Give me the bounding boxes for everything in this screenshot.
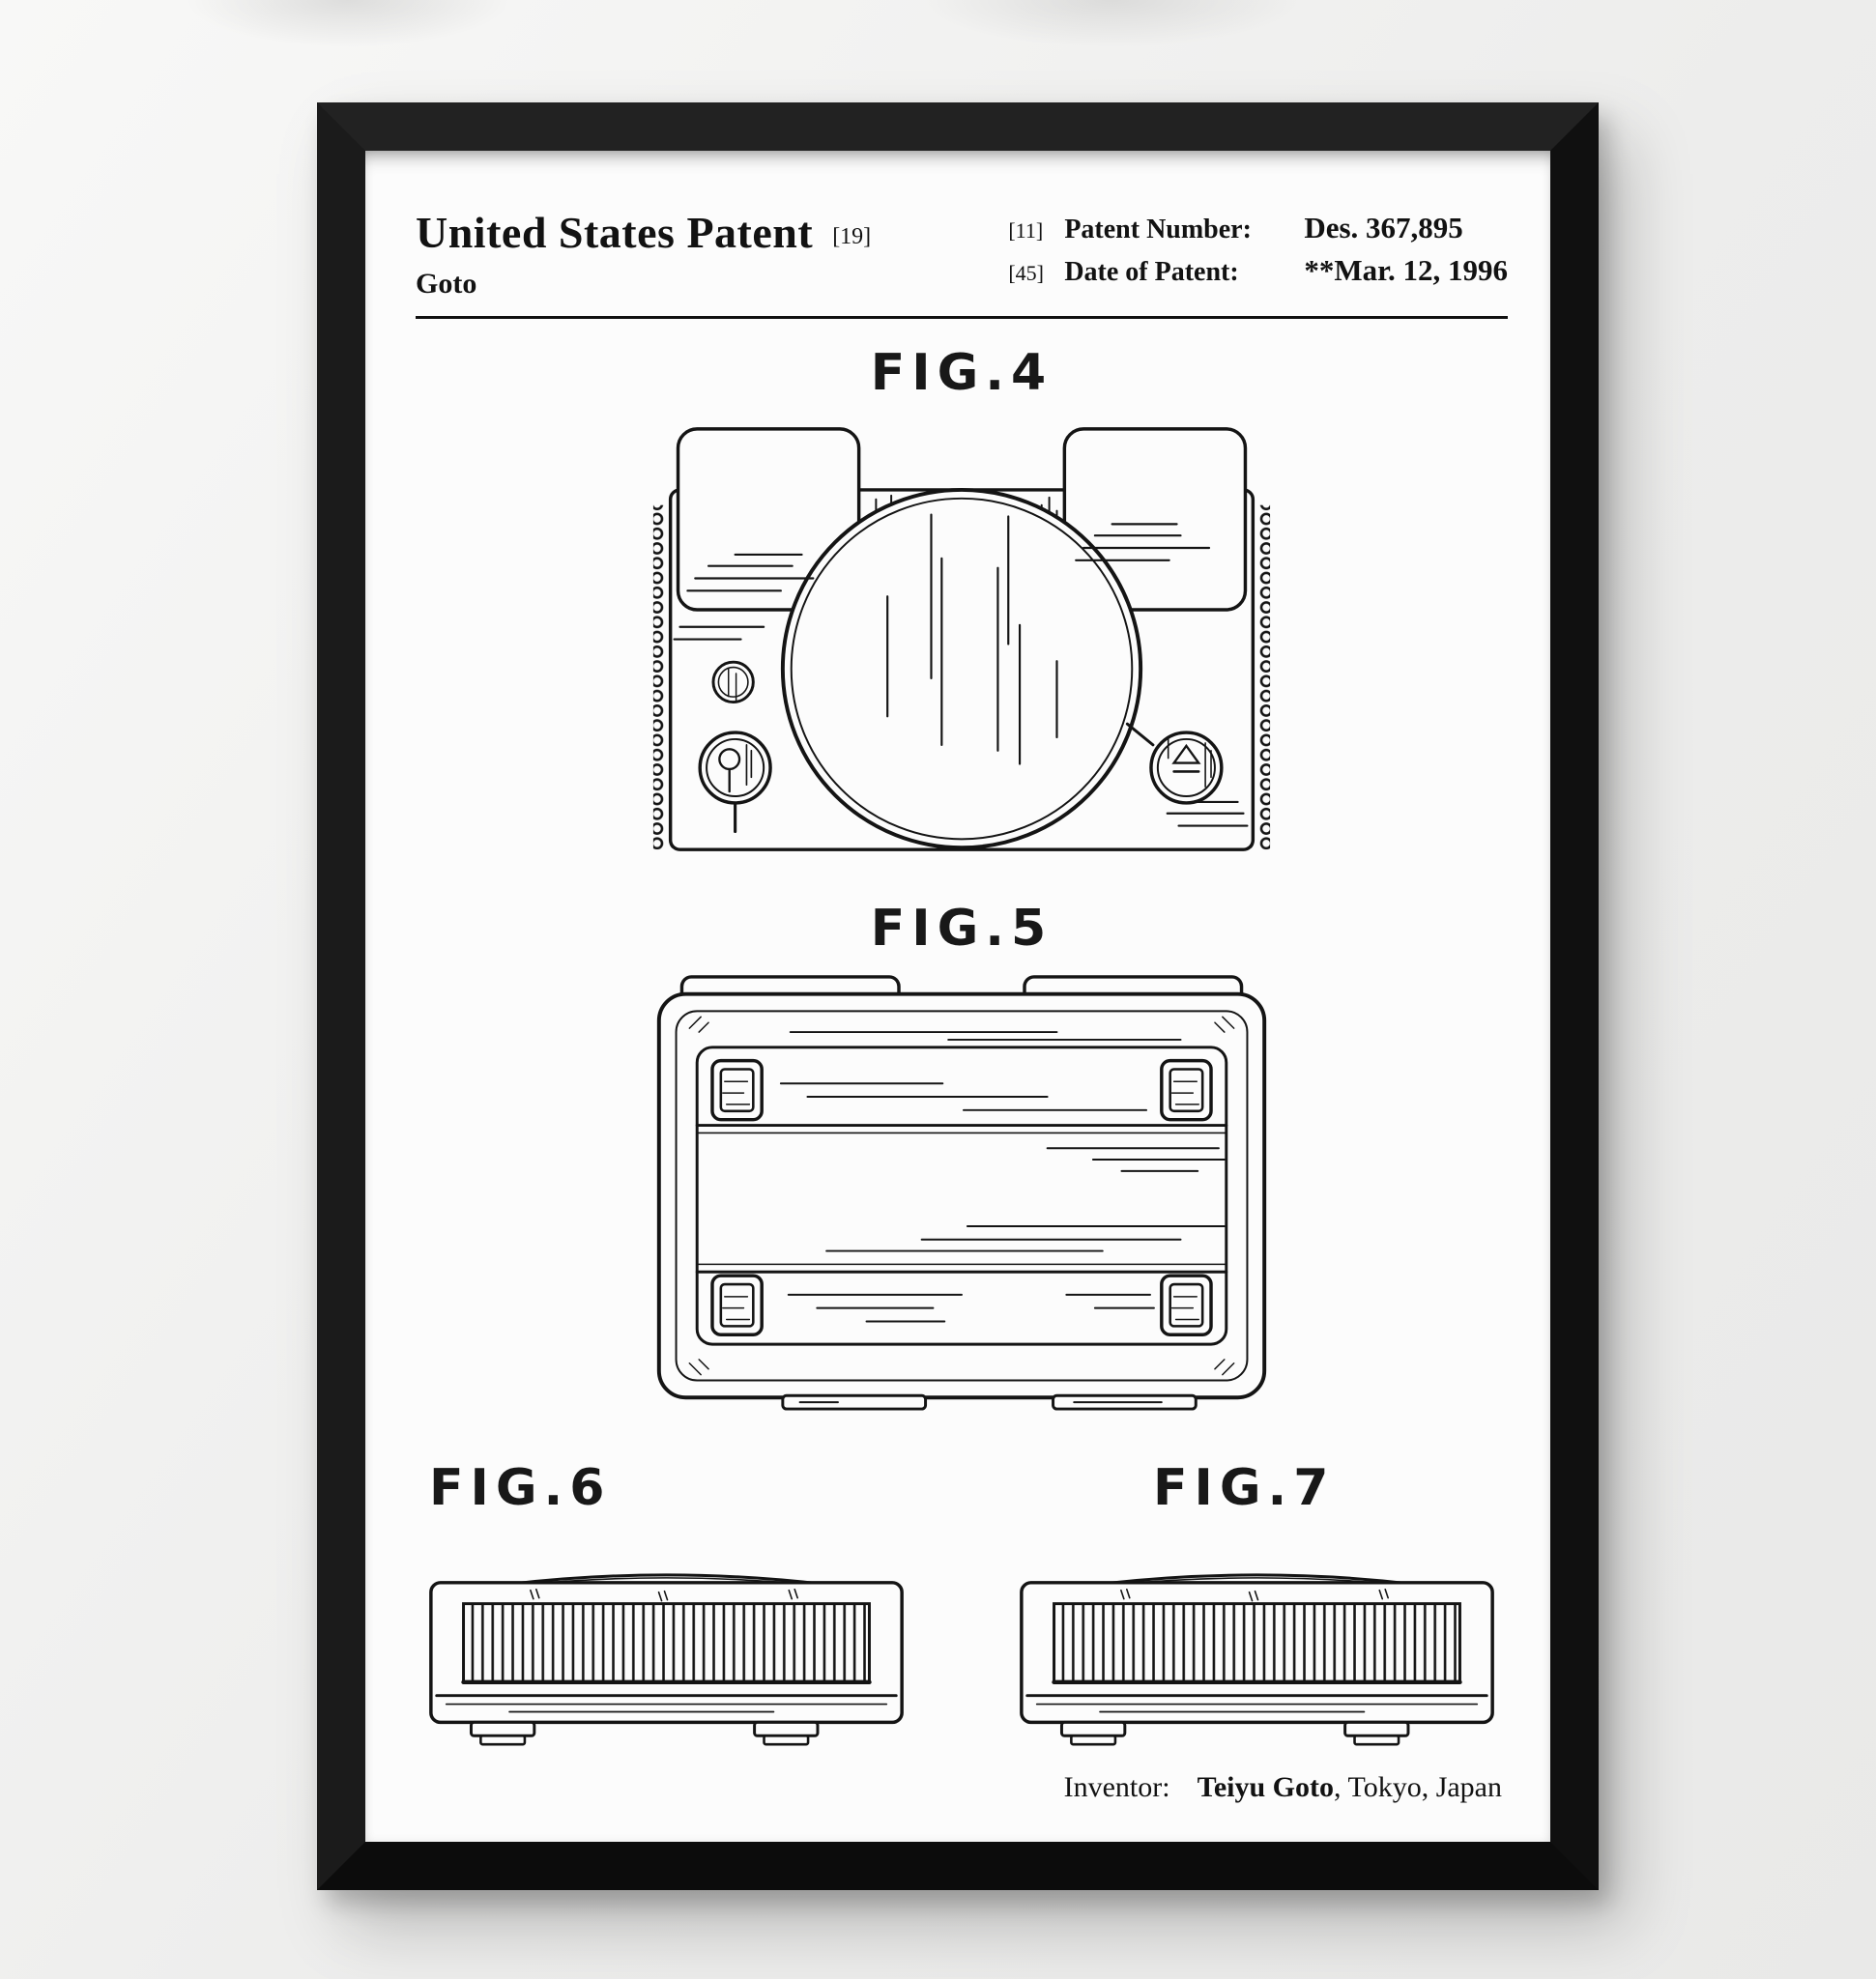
fig5-console-bottom-view-drawing [656, 975, 1267, 1411]
inventor-name: Teiyu Goto [1197, 1771, 1334, 1803]
inventor-location: , Tokyo, Japan [1334, 1771, 1502, 1803]
fig4-reset-button [711, 660, 755, 704]
fig4-right-rib-strip [1251, 504, 1271, 850]
inventor-line: Inventor: Teiyu Goto, Tokyo, Japan [416, 1771, 1508, 1804]
fig7-label: FIG.7 [1153, 1459, 1336, 1517]
title-bracket-code: [19] [832, 224, 872, 249]
header-divider [416, 316, 1508, 319]
poster-frame: United States Patent [19] Goto [11] Paten… [317, 102, 1599, 1890]
fig4-right-top-tab [1062, 427, 1248, 612]
fig5-foot-bottom-right [1160, 1274, 1213, 1336]
fig5-outer-shell [656, 991, 1267, 1400]
fig6-block: FIG.6 [418, 1459, 915, 1767]
fig4-disc-lid-circle [780, 487, 1143, 850]
fig4-console-top-view-drawing [652, 427, 1271, 851]
fig4-label: FIG.4 [870, 344, 1053, 402]
fig7-console-side-view-drawing [1008, 1562, 1506, 1767]
patent-number-row: [11] Patent Number: Des. 367,895 [1008, 211, 1508, 245]
patent-date-row: [45] Date of Patent: **Mar. 12, 1996 [1008, 253, 1508, 288]
patent-number-bracket-code: [11] [1008, 218, 1044, 243]
patent-print-paper: United States Patent [19] Goto [11] Paten… [365, 151, 1550, 1842]
fig5-foot-top-left [710, 1058, 764, 1122]
patent-header: United States Patent [19] Goto [11] Paten… [416, 193, 1508, 301]
applicant-name: Goto [416, 268, 477, 300]
fig5-foot-top-right [1160, 1058, 1213, 1122]
fig5-bottom-left-notch [781, 1393, 928, 1411]
patent-number-value: Des. 367,895 [1304, 211, 1463, 244]
patent-header-left: United States Patent [19] Goto [416, 207, 871, 301]
fig7-block: FIG.7 [1008, 1459, 1506, 1767]
inventor-label: Inventor: [1063, 1771, 1170, 1803]
fig4-eject-button [1149, 731, 1224, 805]
fig5-bottom-panel [695, 1046, 1228, 1346]
patent-number-label: Patent Number: [1064, 215, 1252, 244]
eject-symbol-icon [1171, 743, 1201, 764]
fig4-left-rib-strip [652, 504, 673, 850]
fig6-label: FIG.6 [429, 1459, 612, 1517]
patent-header-right: [11] Patent Number: Des. 367,895 [45] Da… [1008, 207, 1508, 296]
fig5-label: FIG.5 [870, 900, 1053, 958]
patent-date-bracket-code: [45] [1008, 261, 1044, 285]
fig4-left-top-tab [676, 427, 861, 612]
fig6-console-side-view-drawing [418, 1562, 915, 1767]
side-views-row: FIG.6 FIG.7 [416, 1459, 1508, 1767]
fig5-foot-bottom-left [710, 1274, 764, 1336]
patent-date-label: Date of Patent: [1064, 257, 1239, 287]
patent-title: United States Patent [416, 208, 814, 257]
fig5-inner-shell-line [675, 1010, 1249, 1382]
patent-date-value: **Mar. 12, 1996 [1304, 253, 1508, 287]
